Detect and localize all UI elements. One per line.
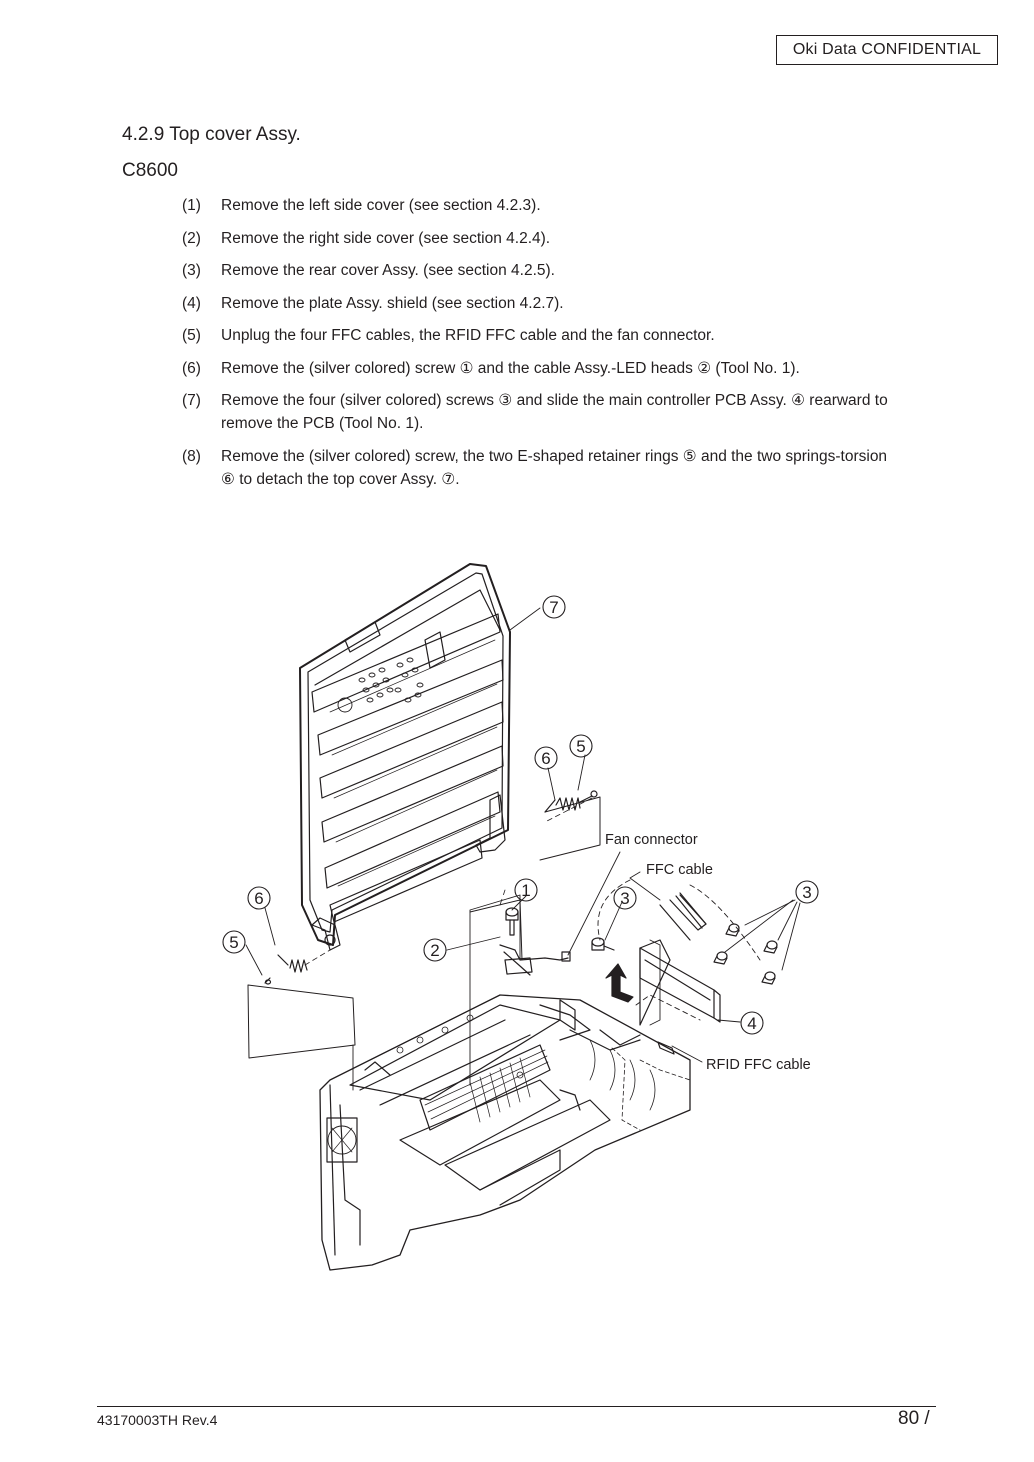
step-item: (5) Unplug the four FFC cables, the RFID … [182, 324, 902, 347]
main-controller-pcb [635, 939, 721, 1026]
callout-2: 2 [430, 941, 439, 960]
callout-5-left: 5 [229, 933, 238, 952]
spring-torsion-right [544, 790, 598, 813]
step-number: (2) [182, 229, 201, 247]
rfid-ffc-cable-label: RFID FFC cable [706, 1057, 811, 1073]
ffc-cable [597, 879, 761, 961]
callout-6-left: 6 [254, 889, 263, 908]
step-item: (6) Remove the (silver colored) screw ① a… [182, 357, 902, 380]
step-item: (8) Remove the (silver colored) screw, th… [182, 445, 902, 491]
step-text: Remove the plate Assy. shield (see secti… [221, 294, 564, 312]
step-item: (2) Remove the right side cover (see sect… [182, 227, 902, 250]
footer-rule [97, 1406, 936, 1407]
step-number: (4) [182, 294, 201, 312]
step-number: (6) [182, 359, 201, 377]
callout-5-right: 5 [576, 737, 585, 756]
callout-6-right: 6 [541, 749, 550, 768]
step-item: (1) Remove the left side cover (see secti… [182, 194, 902, 217]
confidential-label: Oki Data CONFIDENTIAL [776, 35, 998, 65]
step-text: Remove the rear cover Assy. (see section… [221, 262, 555, 279]
page-number: 80 / [898, 1408, 930, 1429]
step-text: Remove the right side cover (see section… [221, 229, 551, 247]
top-cover-assembly [299, 563, 511, 951]
step-item: (7) Remove the four (silver colored) scre… [182, 389, 902, 435]
printer-chassis [319, 889, 691, 1271]
spring-torsion-left [264, 954, 308, 985]
step-number: (8) [182, 447, 201, 465]
step-number: (5) [182, 327, 201, 344]
step-number: (1) [182, 197, 201, 214]
callout-1: 1 [521, 881, 530, 900]
step-text: Remove the four (silver colored) screws … [221, 392, 888, 432]
step-text: Remove the (silver colored) screw ① and … [221, 359, 800, 377]
callout-3-left: 3 [620, 889, 629, 908]
step-item: (4) Remove the plate Assy. shield (see se… [182, 292, 902, 315]
screw-1 [505, 907, 519, 936]
model-name: C8600 [122, 160, 178, 181]
section-title: 4.2.9 Top cover Assy. [122, 124, 301, 145]
step-text: Unplug the four FFC cables, the RFID FFC… [221, 327, 715, 344]
fan-connector-label: Fan connector [605, 832, 698, 848]
slide-arrow-icon [605, 963, 634, 1003]
cable-assy-led-heads [499, 944, 571, 976]
step-text: Remove the left side cover (see section … [221, 197, 541, 214]
step-text: Remove the (silver colored) screw, the t… [221, 447, 888, 488]
callout-3-right: 3 [802, 883, 811, 902]
step-number: (3) [182, 262, 201, 279]
callout-7: 7 [549, 598, 558, 617]
screw-3-left [591, 937, 615, 951]
step-list: (1) Remove the left side cover (see secti… [182, 194, 902, 500]
document-id: 43170003TH Rev.4 [97, 1412, 218, 1428]
step-item: (3) Remove the rear cover Assy. (see sect… [182, 259, 902, 282]
screws-3-right [713, 923, 778, 985]
step-number: (7) [182, 392, 201, 409]
ffc-cable-label: FFC cable [646, 862, 713, 878]
callout-4: 4 [747, 1014, 756, 1033]
